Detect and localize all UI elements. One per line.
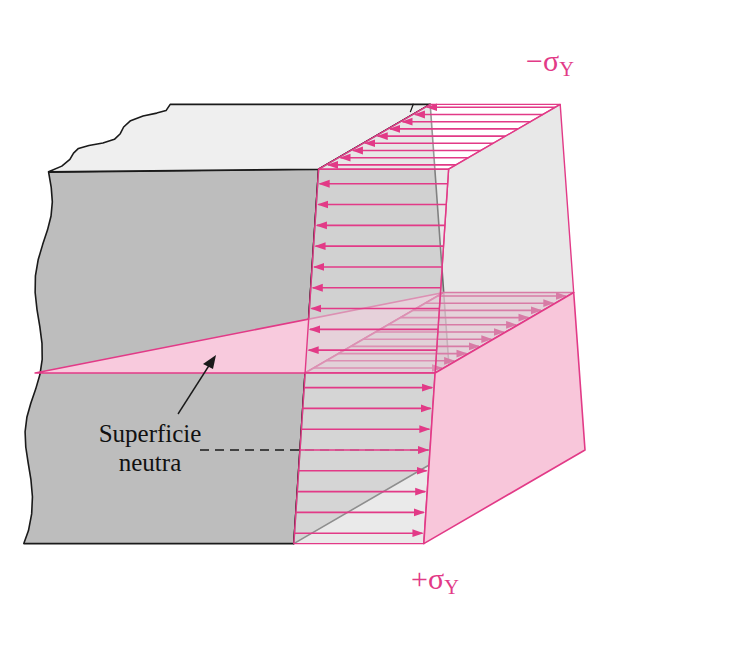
label-box: −σY — [490, 44, 610, 79]
tension-arrow — [300, 449, 428, 451]
compression-arrow — [313, 287, 441, 289]
leader-arrow — [178, 364, 210, 414]
leader-arrowhead — [203, 355, 216, 369]
compression-arrow — [314, 266, 442, 268]
compression-arrow — [353, 150, 481, 152]
compression-arrow — [318, 204, 446, 206]
compression-arrow — [402, 121, 530, 123]
compression-block-side — [305, 169, 449, 373]
tension-arrow — [301, 428, 429, 430]
part-label: Superficie neutra — [70, 420, 230, 478]
compression-arrow — [340, 157, 468, 159]
compression-arrow — [309, 349, 437, 351]
stress-label: +σY — [375, 562, 495, 597]
tension-arrow — [296, 512, 424, 514]
tension-arrow — [303, 408, 431, 410]
tension-arrow — [294, 532, 422, 534]
tension-arrow — [299, 470, 427, 472]
stress-label: −σY — [490, 44, 610, 79]
compression-arrow — [390, 128, 518, 130]
tension-arrow — [297, 491, 425, 493]
compression-arrow — [378, 135, 506, 137]
compression-arrow — [320, 183, 448, 185]
tension-arrow — [304, 387, 432, 389]
compression-arrow — [311, 308, 439, 310]
label-box: Superficie neutra — [70, 420, 230, 478]
label-box: +σY — [375, 562, 495, 597]
tension-block-side — [294, 373, 435, 544]
hidden-edge — [200, 449, 455, 450]
compression-arrow — [317, 225, 445, 227]
compression-arrow — [316, 245, 444, 247]
tension-block-end — [424, 293, 585, 544]
compression-arrow — [310, 329, 438, 331]
compression-arrow — [365, 142, 493, 144]
compression-arrow — [427, 106, 555, 108]
compression-arrow — [328, 164, 456, 166]
compression-arrow — [415, 114, 543, 116]
